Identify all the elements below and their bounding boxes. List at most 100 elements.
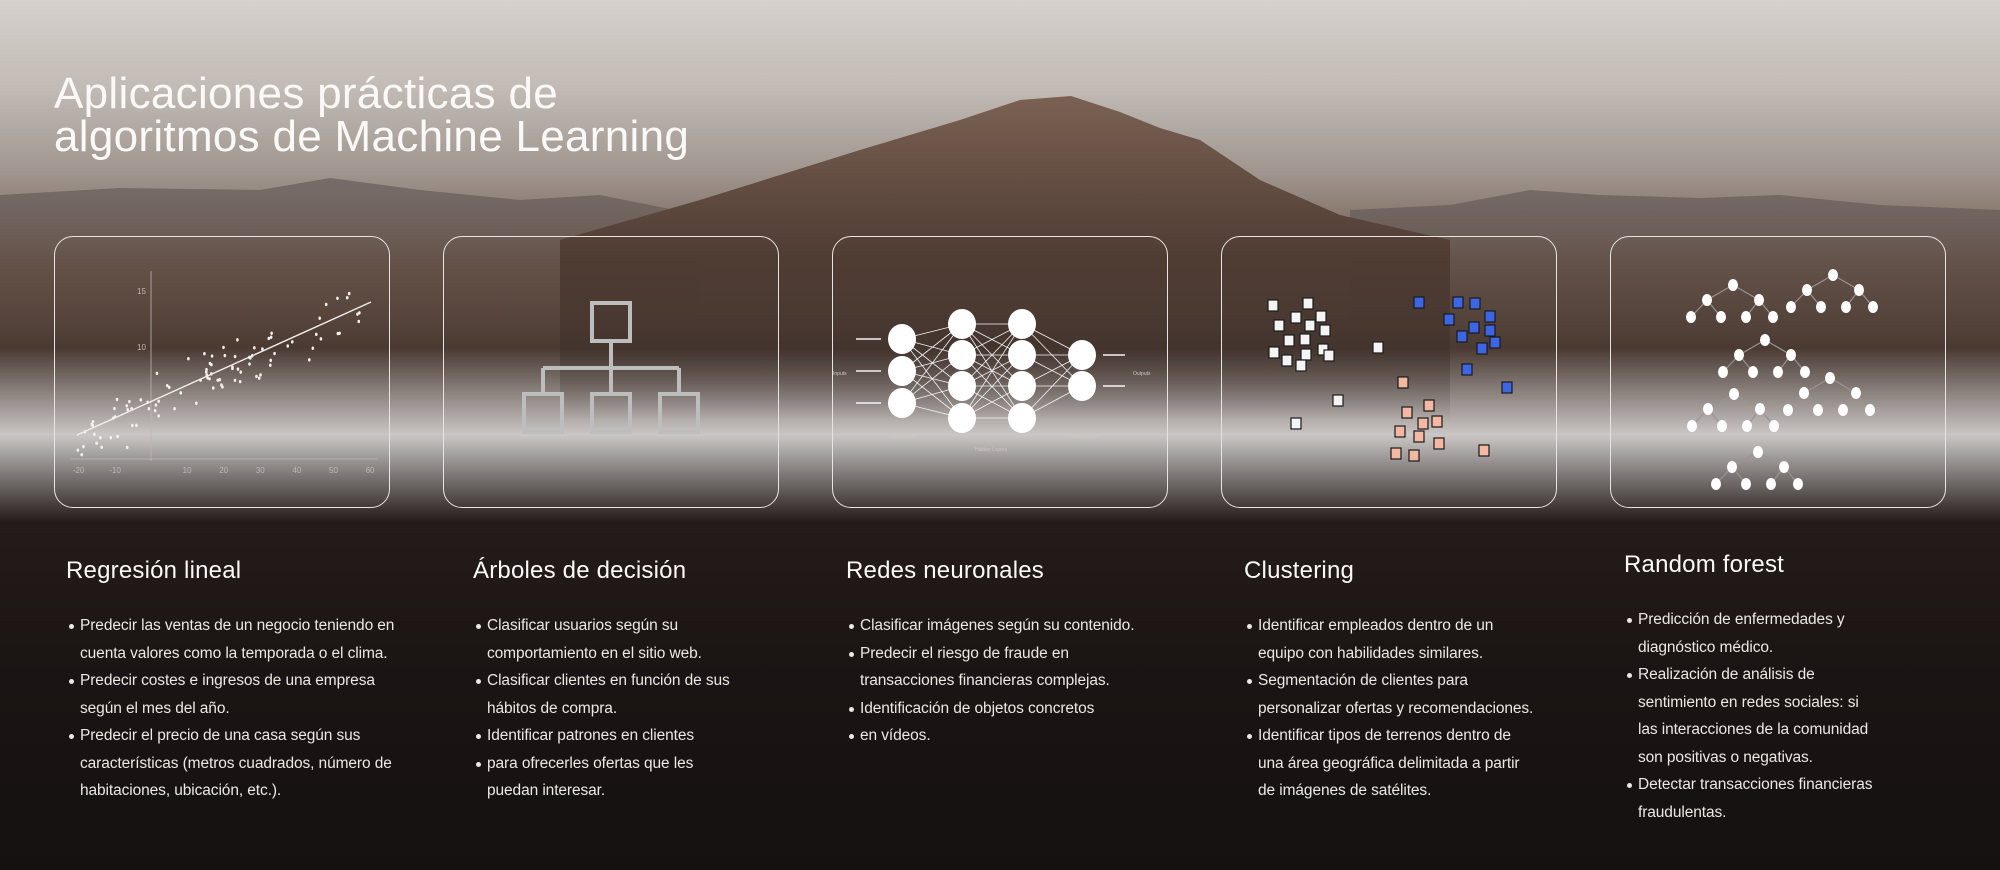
cluster-point (1300, 348, 1312, 361)
neuron-node (948, 403, 976, 433)
neuron-node (1008, 309, 1036, 339)
list-item: Identificar tipos de terrenos dentro de … (1247, 722, 1604, 805)
data-point (314, 332, 318, 337)
bullet-list: Predecir las ventas de un negocio tenien… (66, 612, 426, 805)
data-point (357, 319, 361, 324)
tree-node (1800, 366, 1810, 378)
section-heading: Árboles de decisión (473, 557, 687, 584)
list-item: Identificar empleados dentro de un equip… (1247, 612, 1604, 667)
cluster-point (1413, 296, 1425, 309)
cluster-point (1267, 299, 1279, 312)
cluster-point (1478, 444, 1490, 457)
outputs-label: Outputs (1133, 371, 1151, 377)
child-node (522, 392, 564, 434)
main-mountain (560, 96, 1450, 420)
data-point (205, 367, 208, 372)
data-point (311, 346, 315, 350)
data-point (210, 354, 214, 358)
tree-node (1728, 279, 1738, 291)
neuron-node (1008, 403, 1036, 433)
data-point (100, 445, 104, 450)
data-point (319, 337, 323, 341)
child-node (658, 392, 700, 434)
tree-node (1769, 420, 1779, 432)
decision-tree-icon (1687, 388, 1779, 432)
data-point (347, 291, 351, 296)
tree-node (1816, 301, 1826, 313)
child-node (590, 392, 632, 434)
data-point (99, 436, 102, 440)
tree-node (1741, 311, 1751, 323)
inputs-label: Inputs (833, 371, 847, 377)
connection-edge (901, 323, 963, 404)
data-point (109, 435, 113, 440)
x-tick-label: 10 (183, 466, 192, 475)
data-point (336, 331, 340, 336)
tree-node (1825, 372, 1835, 384)
cluster-point (1283, 334, 1295, 347)
neuron-node (888, 324, 916, 354)
tree-node (1786, 301, 1796, 313)
card-neural-network: Inputs Outputs Input Layer Hidden Layers… (832, 236, 1168, 508)
tree-node (1854, 284, 1864, 296)
data-point (76, 448, 80, 452)
tree-node (1754, 294, 1764, 306)
cluster-scatter-diagram (1267, 296, 1513, 462)
data-point (155, 371, 159, 376)
data-point (80, 452, 84, 457)
tree-node (1783, 404, 1793, 416)
data-point (187, 357, 190, 361)
bullet-list: Identificar empleados dentro de un equip… (1244, 612, 1604, 805)
neuron-node (1068, 340, 1096, 370)
cluster-point (1281, 354, 1293, 367)
x-tick-label: 40 (292, 466, 301, 475)
section-heading: Redes neuronales (846, 557, 1045, 584)
card-random-forest (1610, 236, 1946, 508)
input-layer-label: Input Layer (890, 434, 915, 440)
cluster-point (1468, 321, 1480, 334)
data-point (147, 407, 151, 411)
data-point (116, 434, 119, 439)
connection-edge (961, 354, 1023, 419)
cluster-point (1423, 399, 1435, 412)
output-layer-label: Output Layer (1070, 434, 1099, 440)
data-point (91, 423, 95, 428)
section-decision-trees: Árboles de decisión Clasificar usuarios … (473, 556, 833, 805)
tree-node (1729, 388, 1739, 400)
cluster-point (1431, 415, 1443, 428)
bullet-list: Predicción de enfermedades y diagnóstico… (1624, 606, 1984, 826)
section-linear-regression: Regresión lineal Predecir las ventas de … (66, 556, 426, 805)
tree-node (1702, 294, 1712, 306)
list-item: Clasificar imágenes según su contenido. (849, 612, 1206, 640)
data-point (218, 378, 222, 382)
data-point (269, 358, 273, 363)
data-point (233, 378, 237, 383)
data-point (356, 312, 359, 316)
cluster-point (1417, 417, 1429, 430)
data-point (273, 351, 276, 356)
tree-node (1748, 366, 1758, 378)
data-point (236, 367, 240, 371)
data-point (115, 397, 119, 402)
data-point (259, 373, 262, 377)
data-point (206, 376, 209, 380)
neuron-node (948, 340, 976, 370)
data-point (154, 403, 158, 407)
data-point (165, 383, 169, 388)
data-point (318, 316, 321, 320)
list-item: Predecir las ventas de un negocio tenien… (69, 612, 426, 667)
tree-node (1802, 284, 1812, 296)
tree-node (1786, 349, 1796, 361)
cluster-point (1413, 430, 1425, 443)
decision-tree-icon (1786, 269, 1878, 313)
y-tick-label: 15 (137, 287, 146, 296)
data-point (91, 419, 95, 424)
tree-node (1703, 403, 1713, 415)
data-point (239, 370, 243, 374)
random-forest-diagram (1686, 269, 1878, 490)
tree-node (1741, 478, 1751, 490)
data-point (290, 340, 294, 344)
tree-node (1841, 301, 1851, 313)
decision-tree-icon (1686, 279, 1778, 323)
